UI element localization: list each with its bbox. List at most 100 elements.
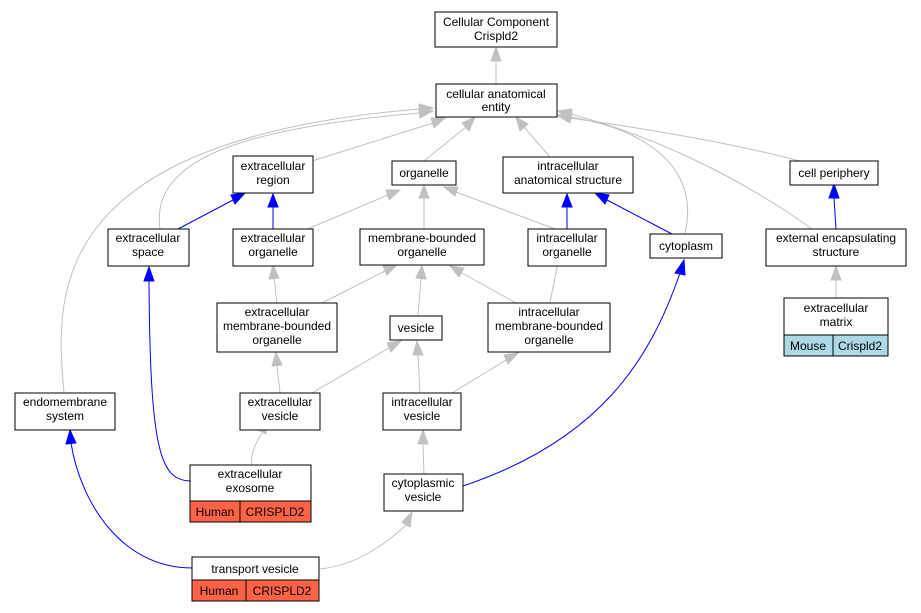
node-cytoplasm-line1: cytoplasm xyxy=(659,239,713,253)
node-extracellular-region-line2: region xyxy=(256,173,289,187)
node-exosome-gene: CRISPLD2 xyxy=(246,505,305,519)
node-endomembrane-line2: system xyxy=(46,409,84,423)
edge-intracellular-vesicle-to-intracellular-mbo xyxy=(451,352,520,394)
node-extracellular-exosome[interactable]: extracellular exosome Human CRISPLD2 xyxy=(189,464,312,523)
edge-ias-to-cae xyxy=(515,115,551,158)
node-exosome-line2: exosome xyxy=(226,481,275,495)
edge-cell-periphery-to-cae xyxy=(556,112,801,162)
node-transport-vesicle-gene: CRISPLD2 xyxy=(253,584,312,598)
node-mbo-line2: organelle xyxy=(397,245,447,259)
node-transport-vesicle-line1: transport vesicle xyxy=(211,562,299,576)
edge-intracellular-organelle-to-organelle xyxy=(442,186,556,230)
node-cae-line2: entity xyxy=(482,100,511,114)
edge-cytoplasm-part-of-ias xyxy=(593,192,673,235)
node-extracellular-vesicle-line2: vesicle xyxy=(262,409,299,423)
edge-cytoplasmic-vesicle-part-of-cytoplasm xyxy=(462,258,686,487)
node-extracellular-space-line1: extracellular xyxy=(116,231,181,245)
edge-extracellular-region-to-cae xyxy=(311,117,447,162)
edge-transport-vesicle-to-cytoplasmic-vesicle xyxy=(319,510,413,570)
node-organelle[interactable]: organelle xyxy=(391,160,457,186)
edge-cae-to-root xyxy=(490,45,502,84)
node-transport-vesicle[interactable]: transport vesicle Human CRISPLD2 xyxy=(191,556,320,602)
edge-organelle-to-cae xyxy=(423,116,476,162)
node-extracellular-membrane-bounded-organelle[interactable]: extracellular membrane-bounded organelle xyxy=(216,302,338,353)
node-root[interactable]: Cellular Component Crispld2 xyxy=(434,11,558,48)
node-ias-line2: anatomical structure xyxy=(514,173,622,187)
node-ees-line1: external encapsulating xyxy=(776,231,896,245)
node-endomembrane-system[interactable]: endomembrane system xyxy=(14,392,116,431)
node-root-line2: Crispld2 xyxy=(474,29,518,43)
edge-cytoplasmic-vesicle-to-intracellular-vesicle xyxy=(417,428,429,475)
node-intracellular-anatomical-structure[interactable]: intracellular anatomical structure xyxy=(502,156,634,194)
edge-extracellular-vesicle-to-vesicle xyxy=(311,340,403,394)
edge-endomembrane-to-cae xyxy=(60,103,435,394)
edge-vesicle-to-mbo xyxy=(415,263,427,317)
node-extracellular-region[interactable]: extracellular region xyxy=(232,155,314,194)
node-ias-line1: intracellular xyxy=(537,159,598,173)
edge-ees-part-of-cell-periphery xyxy=(828,182,840,230)
edges xyxy=(60,45,842,570)
node-intracellular-organelle[interactable]: intracellular organelle xyxy=(527,228,607,267)
node-external-encapsulating-structure[interactable]: external encapsulating structure xyxy=(765,228,907,267)
edge-extracellular-vesicle-to-extracellular-mbo xyxy=(271,350,283,394)
edge-transport-vesicle-part-of-endomembrane xyxy=(65,428,193,569)
node-extracellular-organelle[interactable]: extracellular organelle xyxy=(232,228,314,267)
edge-extracellular-mbo-to-mbo xyxy=(321,264,399,304)
node-intracellular-vesicle-line1: intracellular xyxy=(391,395,452,409)
edge-intracellular-organelle-part-of-ias xyxy=(561,192,573,229)
transport-gene-cell xyxy=(245,579,320,602)
exosome-gene-cell xyxy=(239,500,312,523)
node-intracellular-vesicle-line2: vesicle xyxy=(404,409,441,423)
node-extracellular-region-line1: extracellular xyxy=(241,159,306,173)
node-ees-line2: structure xyxy=(813,245,860,259)
node-extracellular-mbo-line2: membrane-bounded xyxy=(223,319,331,333)
node-extracellular-organelle-line2: organelle xyxy=(248,245,298,259)
node-intracellular-membrane-bounded-organelle[interactable]: intracellular membrane-bounded organelle xyxy=(487,302,611,353)
edge-intracellular-vesicle-to-vesicle xyxy=(412,339,424,394)
node-intracellular-vesicle[interactable]: intracellular vesicle xyxy=(382,392,462,431)
node-mbo-line1: membrane-bounded xyxy=(368,231,476,245)
node-intracellular-mbo-line1: intracellular xyxy=(518,305,579,319)
node-extracellular-space-line2: space xyxy=(132,245,164,259)
node-extracellular-vesicle[interactable]: extracellular vesicle xyxy=(239,392,321,431)
edge-extracellular-mbo-to-extracellular-organelle xyxy=(268,263,280,304)
edge-extracellular-space-part-of-region xyxy=(177,192,247,230)
node-vesicle[interactable]: vesicle xyxy=(389,315,443,341)
node-extracellular-matrix[interactable]: extracellular matrix Mouse Crispld2 xyxy=(783,297,889,357)
node-extracellular-matrix-line2: matrix xyxy=(820,315,853,329)
node-extracellular-vesicle-line1: extracellular xyxy=(248,395,313,409)
node-root-line1: Cellular Component xyxy=(443,15,550,29)
edge-extracellular-organelle-to-organelle xyxy=(304,189,402,231)
node-cytoplasm[interactable]: cytoplasm xyxy=(649,233,723,259)
node-transport-vesicle-species: Human xyxy=(200,584,239,598)
node-intracellular-mbo-line2: membrane-bounded xyxy=(495,319,603,333)
node-vesicle-line1: vesicle xyxy=(398,321,435,335)
edge-mbo-to-organelle xyxy=(418,183,430,229)
node-cytoplasmic-vesicle-line1: cytoplasmic xyxy=(392,476,455,490)
edge-ees-to-cae xyxy=(556,108,813,230)
node-extracellular-organelle-line1: extracellular xyxy=(241,231,306,245)
node-endomembrane-line1: endomembrane xyxy=(23,395,107,409)
node-extracellular-mbo-line1: extracellular xyxy=(245,305,310,319)
node-cellular-anatomical-entity[interactable]: cellular anatomical entity xyxy=(435,83,558,118)
mouse-gene-cell xyxy=(832,334,889,357)
edge-intracellular-mbo-to-mbo xyxy=(448,265,517,304)
nodes: Cellular Component Crispld2 cellular ana… xyxy=(14,11,907,602)
edge-exosome-part-of-extracellular-space xyxy=(143,265,191,482)
node-exosome-species: Human xyxy=(196,505,235,519)
node-extracellular-mbo-line3: organelle xyxy=(252,333,302,347)
node-exosome-line1: extracellular xyxy=(218,467,283,481)
node-cell-periphery-line1: cell periphery xyxy=(798,166,869,180)
node-intracellular-organelle-line2: organelle xyxy=(542,245,592,259)
node-organelle-line1: organelle xyxy=(399,166,449,180)
node-cae-line1: cellular anatomical xyxy=(446,87,545,101)
edge-extracellular-organelle-part-of-region xyxy=(267,192,279,229)
node-intracellular-mbo-line3: organelle xyxy=(524,333,574,347)
node-cytoplasmic-vesicle[interactable]: cytoplasmic vesicle xyxy=(383,473,464,512)
node-cell-periphery[interactable]: cell periphery xyxy=(789,160,879,186)
node-extracellular-space[interactable]: extracellular space xyxy=(107,228,190,267)
node-extracellular-matrix-gene: Crispld2 xyxy=(838,339,882,353)
node-membrane-bounded-organelle[interactable]: membrane-bounded organelle xyxy=(359,228,485,266)
node-intracellular-organelle-line1: intracellular xyxy=(536,231,597,245)
